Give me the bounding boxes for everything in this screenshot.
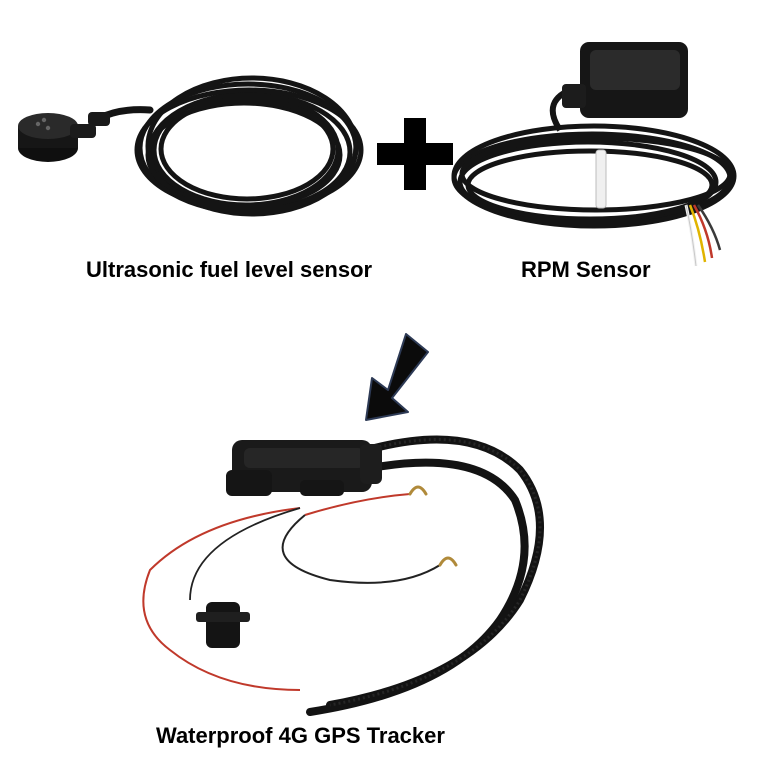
gps-tracker-caption: Waterproof 4G GPS Tracker (156, 723, 445, 748)
fuel-sensor-image (18, 75, 364, 217)
rpm-sensor-caption: RPM Sensor (521, 257, 651, 282)
plus-icon (377, 118, 453, 190)
gps-tracker-image (142, 435, 544, 716)
rpm-sensor-image (451, 42, 737, 267)
arrow-down-left-icon (365, 333, 429, 421)
fuel-sensor-caption: Ultrasonic fuel level sensor (86, 257, 373, 282)
